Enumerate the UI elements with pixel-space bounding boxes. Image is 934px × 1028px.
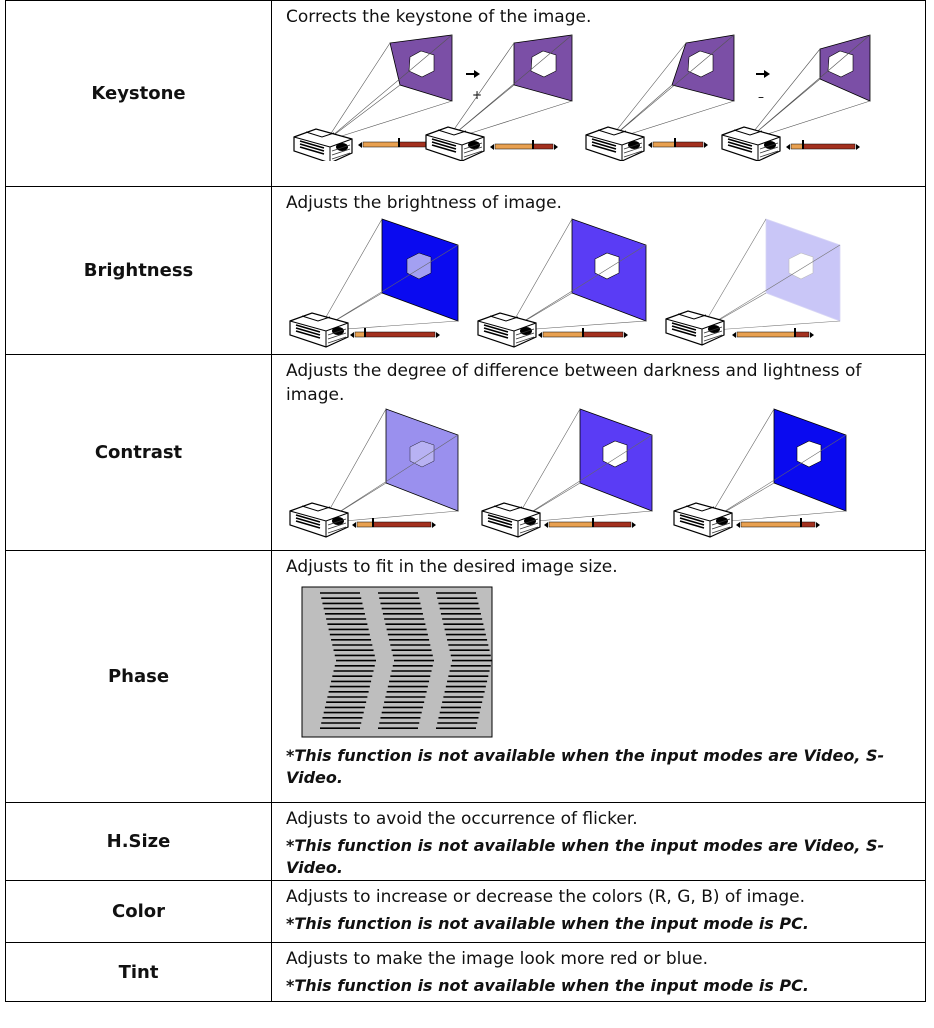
description-phase: Adjusts to fit in the desired image size… (286, 557, 618, 577)
plus-sign: + (472, 88, 482, 102)
setting-cell-hsize: Adjusts to avoid the occurrence of flick… (271, 802, 926, 881)
setting-cell-tint: Adjusts to make the image look more red … (271, 942, 926, 1002)
keystone-panel-1 (293, 34, 453, 161)
projector-icon (425, 126, 485, 161)
arrow-right-icon: – (756, 70, 770, 104)
note-phase: *This function is not available when the… (286, 746, 885, 787)
row-brightness: Brightness Adjusts the brightness of ima… (5, 186, 926, 355)
setting-name-phase: Phase (5, 550, 272, 803)
setting-cell-phase: Adjusts to fit in the desired image size… (271, 550, 926, 803)
keystone-panel-2 (425, 34, 573, 161)
row-contrast: Contrast Adjusts the degree of differenc… (5, 354, 926, 551)
setting-name-hsize: H.Size (5, 802, 272, 881)
settings-table: Keystone Corrects the keystone of the im… (5, 0, 926, 1002)
projector-icon (721, 126, 781, 161)
slider-bar-icon (352, 518, 436, 528)
contrast-panel-2 (481, 408, 653, 538)
slider-bar-icon (544, 518, 636, 528)
row-color: Color Adjusts to increase or decrease th… (5, 880, 926, 943)
keystone-illustration: + (293, 34, 871, 161)
description-contrast: Adjusts the degree of difference between… (286, 361, 862, 405)
note-hsize: *This function is not available when the… (286, 836, 885, 877)
setting-name-tint: Tint (5, 942, 272, 1002)
row-hsize: H.Size Adjusts to avoid the occurrence o… (5, 802, 926, 881)
phase-pattern-illustration (301, 586, 493, 738)
row-phase: Phase Adjusts to fit in the desired imag… (5, 550, 926, 803)
description-color: Adjusts to increase or decrease the colo… (286, 887, 806, 907)
setting-name-color: Color (5, 880, 272, 943)
projector-icon (481, 502, 541, 538)
minus-sign: – (758, 90, 764, 104)
row-tint: Tint Adjusts to make the image look more… (5, 942, 926, 1002)
note-tint: *This function is not available when the… (286, 976, 809, 995)
note-color: *This function is not available when the… (286, 914, 809, 933)
slider-bar-icon (732, 328, 814, 338)
projector-icon (289, 502, 349, 538)
arrow-right-icon: + (466, 70, 482, 102)
description-tint: Adjusts to make the image look more red … (286, 949, 709, 969)
projector-icon (293, 128, 353, 161)
contrast-panel-1 (289, 408, 459, 538)
setting-cell-color: Adjusts to increase or decrease the colo… (271, 880, 926, 943)
brightness-illustration (289, 218, 841, 348)
setting-name-keystone: Keystone (5, 0, 272, 187)
projector-icon (665, 310, 725, 346)
slider-bar-icon (648, 138, 708, 148)
slider-bar-icon (358, 138, 436, 148)
brightness-panel-3 (665, 218, 841, 346)
setting-cell-keystone: Corrects the keystone of the image. (271, 0, 926, 187)
contrast-illustration (289, 408, 847, 538)
contrast-panel-3 (673, 408, 847, 538)
projector-icon (673, 502, 733, 538)
keystone-panel-3 (585, 34, 735, 161)
setting-name-brightness: Brightness (5, 186, 272, 355)
brightness-panel-2 (477, 218, 647, 348)
description-hsize: Adjusts to avoid the occurrence of flick… (286, 809, 638, 829)
slider-bar-icon (786, 140, 860, 150)
description-keystone: Corrects the keystone of the image. (286, 7, 592, 27)
setting-cell-contrast: Adjusts the degree of difference between… (271, 354, 926, 551)
brightness-panel-1 (289, 218, 459, 348)
slider-bar-icon (538, 328, 628, 338)
row-keystone: Keystone Corrects the keystone of the im… (5, 0, 926, 187)
setting-name-contrast: Contrast (5, 354, 272, 551)
description-brightness: Adjusts the brightness of image. (286, 193, 562, 213)
projector-icon (477, 312, 537, 348)
slider-bar-icon (736, 518, 820, 528)
keystone-panel-4 (721, 34, 871, 161)
slider-bar-icon (490, 140, 558, 150)
slider-bar-icon (350, 328, 440, 338)
setting-cell-brightness: Adjusts the brightness of image. (271, 186, 926, 355)
